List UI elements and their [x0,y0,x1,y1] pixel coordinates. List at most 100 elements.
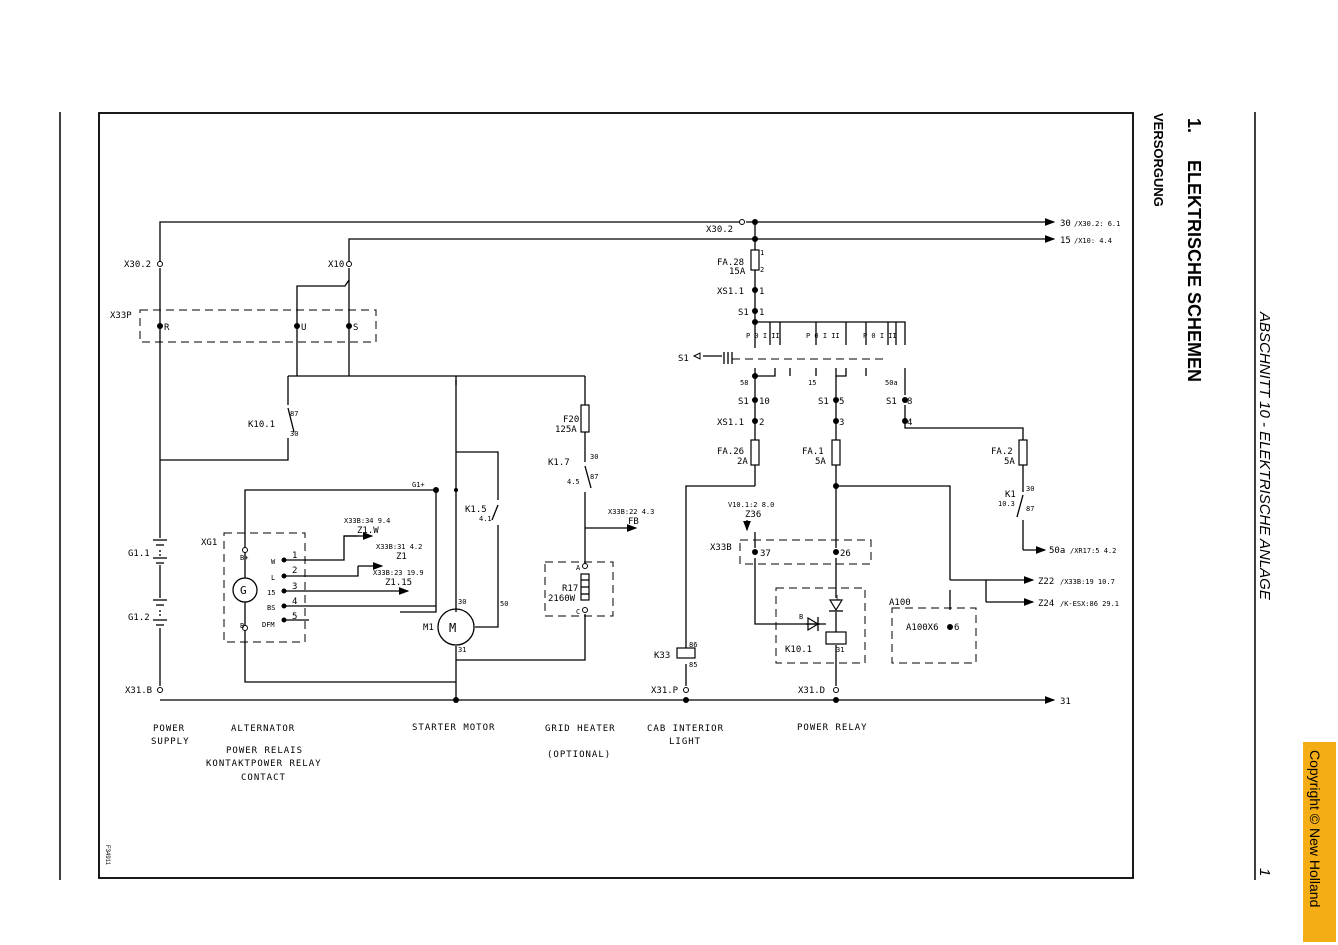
svg-text:STARTER MOTOR: STARTER MOTOR [412,723,495,733]
svg-text:26: 26 [840,549,851,559]
svg-text:R17: R17 [562,584,578,594]
svg-text:A100: A100 [889,598,911,608]
svg-text:P 0 I II: P 0 I II [863,332,897,340]
svg-text:X30.2: X30.2 [706,225,733,235]
svg-text:GRID HEATER: GRID HEATER [545,724,616,734]
svg-text:4: 4 [292,597,297,607]
svg-text:30: 30 [1026,485,1034,493]
svg-text:58: 58 [740,379,748,387]
svg-text:K1.7: K1.7 [548,458,570,468]
svg-text:4.5: 4.5 [567,478,580,486]
svg-text:X33B:34 9.4: X33B:34 9.4 [344,517,390,525]
svg-text:A: A [576,564,581,572]
svg-text:B: B [799,613,803,621]
svg-text:BS: BS [267,604,275,612]
diode-l [828,599,844,612]
out-50a: 50a [1049,546,1065,556]
svg-text:K1.5: K1.5 [465,505,487,515]
svg-text:8: 8 [907,397,912,407]
svg-text:CAB INTERIOR: CAB INTERIOR [647,724,724,734]
labels: 30 /X30.2: 6.1 15 /X10: 4.4 50a /XR17:5 … [110,219,1120,707]
svg-text:L: L [836,594,840,602]
copyright-group: Copyright © New Holland [1307,750,1323,907]
svg-text:1: 1 [759,308,764,318]
svg-text:S1: S1 [738,308,749,318]
svg-text:2: 2 [759,418,764,428]
svg-text:X31.P: X31.P [651,686,679,696]
svg-text:S1: S1 [818,397,829,407]
svg-text:B-: B- [240,622,248,630]
figure-frame [98,112,1134,879]
components: G M S1 [232,249,1028,659]
svg-text:SUPPLY: SUPPLY [151,737,190,747]
svg-text:2: 2 [760,266,764,274]
svg-text:1: 1 [759,287,764,297]
svg-text:X33B: X33B [710,543,732,553]
svg-text:30: 30 [590,453,598,461]
svg-text:X31.D: X31.D [798,686,825,696]
svg-text:10: 10 [759,397,770,407]
out-31: 31 [1060,697,1071,707]
svg-text:DFM: DFM [262,621,275,629]
svg-text:LIGHT: LIGHT [669,737,701,747]
svg-text:31: 31 [836,646,844,654]
svg-text:G1+: G1+ [412,481,425,489]
out-z22-ref: /X33B:19 10.7 [1060,578,1115,586]
svg-text:87: 87 [290,410,298,418]
svg-text:X10: X10 [328,260,344,270]
svg-text:FA.1: FA.1 [802,447,824,457]
out-z24-ref: /K-ESX:86 29.1 [1060,600,1119,608]
svg-text:3: 3 [292,582,297,592]
svg-text:G1.2: G1.2 [128,613,150,623]
svg-text:87: 87 [590,473,598,481]
svg-text:R: R [164,323,170,333]
svg-text:5: 5 [839,397,844,407]
switch-s1-label: S1 [678,354,689,364]
motor-label: M [449,621,456,635]
svg-text:P 0 I II: P 0 I II [746,332,780,340]
svg-text:1: 1 [292,551,297,561]
section-title: ELEKTRISCHE SCHEMEN [1184,160,1204,382]
svg-text:S1: S1 [738,397,749,407]
svg-text:K33: K33 [654,651,670,661]
svg-text:10.3: 10.3 [998,500,1015,508]
out-z22: Z22 [1038,577,1054,587]
svg-text:Z1: Z1 [396,552,407,562]
running-head-group: ABSCHNITT 10 - ELEKTRISCHE ANLAGE [1256,311,1273,601]
fuse-fa1 [831,439,841,466]
svg-text:POWER: POWER [153,724,185,734]
svg-text:2160W: 2160W [548,594,576,604]
copyright-text: Copyright © New Holland [1307,750,1323,907]
svg-text:85: 85 [689,661,697,669]
svg-text:S: S [353,323,358,333]
svg-text:X30.2: X30.2 [124,260,151,270]
svg-text:3: 3 [839,418,844,428]
generator-label: G [240,584,247,597]
svg-text:XS1.1: XS1.1 [717,287,744,297]
figure-id: F34911 [104,845,110,866]
svg-text:FA.28: FA.28 [717,258,744,268]
svg-text:50a: 50a [885,379,898,387]
relay-k10-coil [825,631,847,645]
svg-text:Z1.W: Z1.W [357,526,379,536]
page-number-group: 1 [1256,868,1273,876]
svg-text:X33B:22 4.3: X33B:22 4.3 [608,508,654,516]
svg-text:KONTAKTPOWER RELAY: KONTAKTPOWER RELAY [206,759,322,769]
svg-text:86: 86 [689,641,697,649]
wires [153,218,1056,704]
fuse-fa28 [750,249,760,271]
svg-text:4.1: 4.1 [479,515,492,523]
svg-text:X33B:23 19.9: X33B:23 19.9 [373,569,424,577]
svg-text:A100X6: A100X6 [906,623,939,633]
out-30: 30 [1060,219,1071,229]
svg-text:G1.1: G1.1 [128,549,150,559]
starter-motor-symbol [437,608,475,646]
svg-text:K10.1: K10.1 [785,645,812,655]
out-15-ref: /X10: 4.4 [1074,237,1112,245]
svg-text:31: 31 [458,646,466,654]
figure-id-group: F34911 [104,845,110,866]
out-15: 15 [1060,236,1071,246]
svg-text:X33B:31 4.2: X33B:31 4.2 [376,543,422,551]
svg-text:15A: 15A [729,267,746,277]
